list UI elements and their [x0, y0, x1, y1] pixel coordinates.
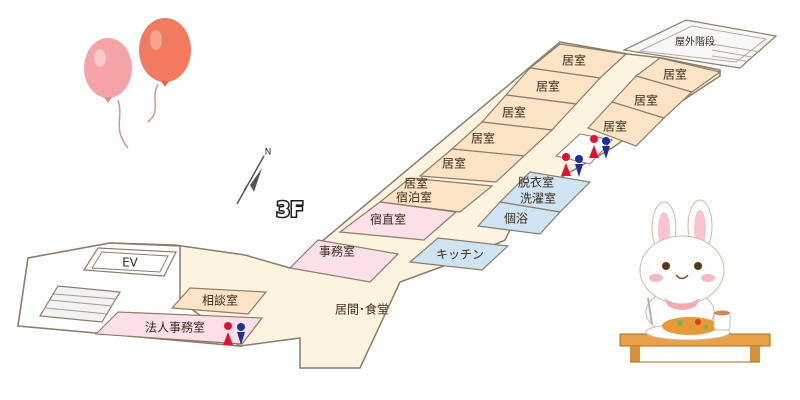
room-label-shukuchoku: 宿直室 [370, 212, 406, 227]
floor-label: 3F [276, 198, 304, 222]
room-label-kyoshitsu-5: 居室 [442, 156, 466, 171]
room-label-kyoshitsu-4: 居室 [471, 131, 495, 146]
room-label-sodan: 相談室 [202, 293, 238, 308]
room-label-kyoshitsu-2: 居室 [536, 79, 560, 94]
north-arrow-icon: N [236, 148, 272, 205]
room-label-kyoshitsu-6: 居室 [663, 67, 687, 82]
room-label-jimu: 事務室 [319, 244, 355, 259]
room-label-kyoshitsu-7: 居室 [634, 93, 658, 108]
compass-label: N [265, 148, 272, 158]
restroom-icon [589, 135, 610, 159]
rabbit-mascot-icon [619, 199, 771, 363]
balloons-icon [84, 18, 191, 149]
room-label-datsui: 脱衣室 [518, 175, 554, 190]
room-label-kyoshitsu-8: 居室 [603, 119, 627, 134]
room-label-koyoku: 個浴 [504, 212, 528, 226]
room-label-sentaku: 洗濯室 [520, 191, 556, 206]
room-label-kitchen: キッチン [436, 248, 484, 262]
outdoor-stairs: 屋外階段 [622, 19, 778, 69]
room-label-kyoshitsu-1: 居室 [562, 53, 586, 68]
restroom-icon [223, 322, 245, 345]
right-room-column: 居室 居室 居室 脱衣室 洗濯室 個浴 キッチン [408, 57, 722, 271]
room-label-ima-shokudo: 居間･食堂 [335, 302, 389, 317]
room-label-ev: EV [122, 256, 139, 270]
room-label-kyoshitsu-3: 居室 [502, 105, 526, 120]
outdoor-stairs-label: 屋外階段 [675, 35, 715, 48]
restroom-icon [561, 153, 583, 177]
room-label-shukuhaku-top: 居室 [404, 176, 428, 191]
left-room-column: 居室 居室 居室 居室 居室 居室 宿泊室 宿直室 事務室 [288, 43, 628, 283]
room-label-shukuhaku-bottom: 宿泊室 [396, 190, 432, 205]
room-label-hojin-jimu: 法人事務室 [145, 320, 205, 335]
lower-wing: EV 相談室 法人事務室 居間･食堂 [38, 247, 389, 345]
